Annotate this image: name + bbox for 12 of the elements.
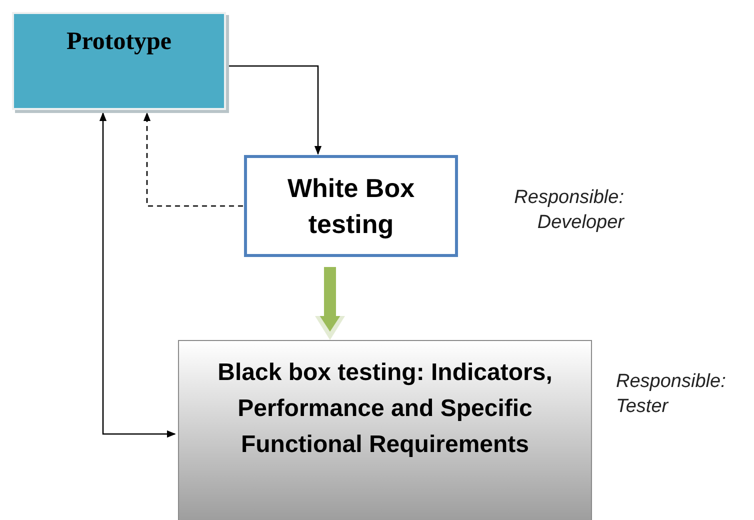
dashed-arrow bbox=[143, 112, 243, 207]
responsibility-note: Responsible: Developer bbox=[513, 186, 624, 235]
block-arrow bbox=[315, 267, 345, 340]
arrow bbox=[227, 65, 322, 155]
responsibility-note: Responsible: Tester bbox=[616, 370, 727, 419]
process-box bbox=[178, 340, 592, 520]
node-label: Black box testing: Indicators, Performance and Specific Functional Requirements bbox=[216, 358, 554, 460]
prototype-box bbox=[12, 12, 226, 110]
process-box bbox=[244, 155, 458, 257]
node-label: White Box testing bbox=[286, 172, 416, 241]
arrow bbox=[99, 112, 176, 438]
node-label: Prototype bbox=[66, 28, 172, 56]
